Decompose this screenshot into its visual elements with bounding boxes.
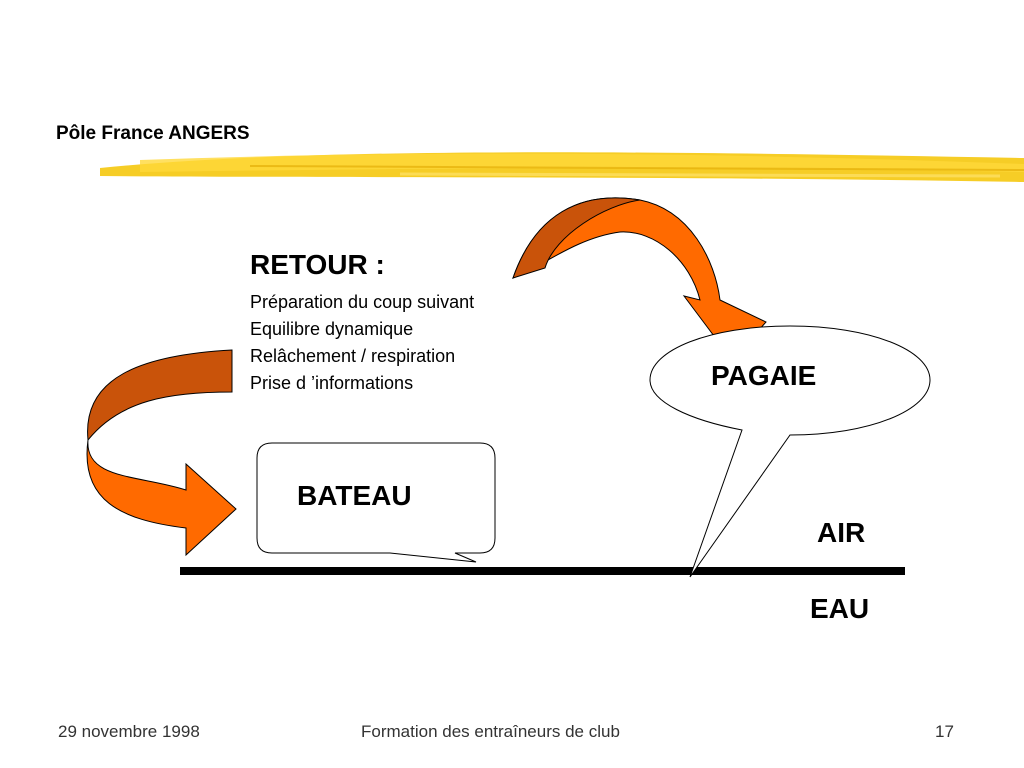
slide-title: Pôle France ANGERS <box>56 123 250 144</box>
eau-label: EAU <box>810 593 870 624</box>
arrow-to-pagaie <box>512 197 767 361</box>
retour-item: Equilibre dynamique <box>250 319 414 339</box>
retour-item: Préparation du coup suivant <box>250 292 475 312</box>
highlighter-stroke <box>100 152 1024 182</box>
retour-list: Préparation du coup suivant Equilibre dy… <box>250 289 474 397</box>
footer-title: Formation des entraîneurs de club <box>361 722 620 741</box>
retour-item: Relâchement / respiration <box>250 346 456 366</box>
footer-date: 29 novembre 1998 <box>58 722 200 741</box>
page-number: 17 <box>935 722 954 741</box>
air-label: AIR <box>817 517 866 548</box>
bateau-label: BATEAU <box>297 480 412 511</box>
retour-heading: RETOUR : <box>250 249 385 280</box>
retour-item: Prise d ’informations <box>250 373 414 393</box>
pagaie-callout <box>649 325 931 578</box>
arrow-to-bateau <box>86 349 237 557</box>
bateau-callout <box>256 442 496 563</box>
pagaie-label: PAGAIE <box>711 360 817 391</box>
